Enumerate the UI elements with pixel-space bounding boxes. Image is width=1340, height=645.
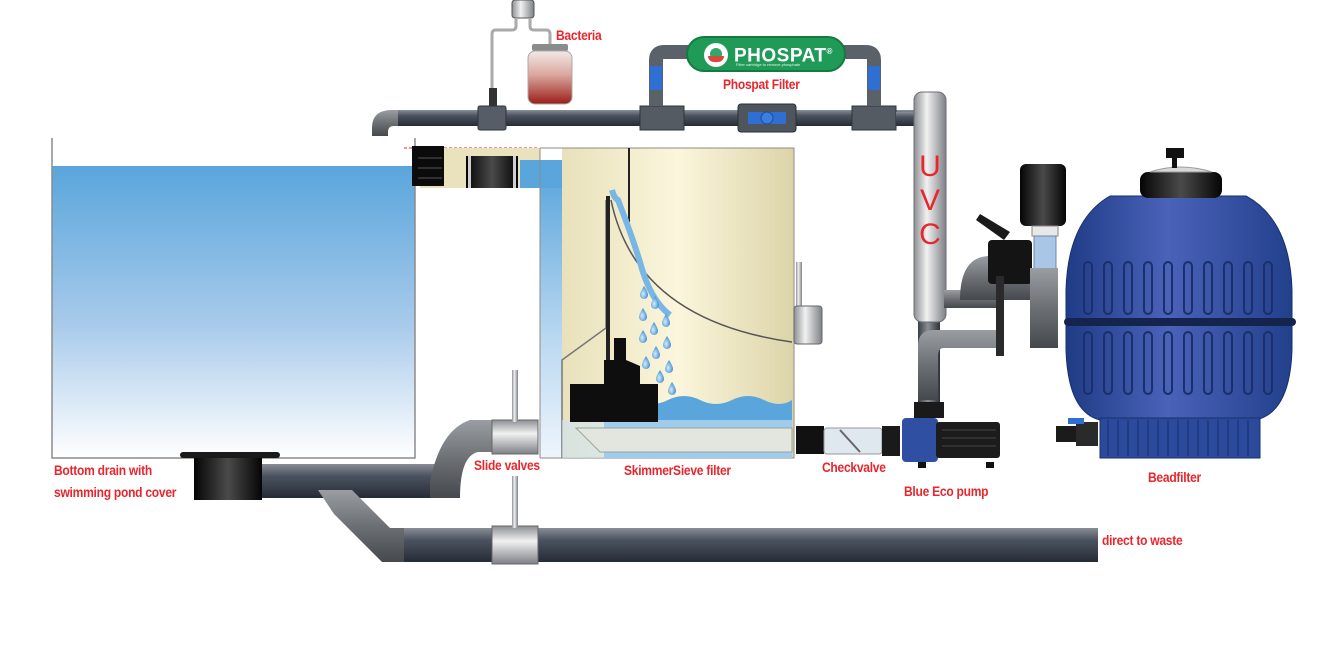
label-slide-valves: Slide valves	[474, 457, 540, 473]
dosing-injector	[489, 88, 497, 106]
slide-valve-upper	[491, 419, 539, 455]
sight-glass-housing	[1020, 164, 1066, 226]
beadfilter-tank	[1065, 195, 1293, 421]
lotus-icon	[704, 43, 728, 67]
multiport-valve	[988, 240, 1032, 284]
slide-valve-lower-handle	[512, 476, 518, 528]
bottom-drain	[194, 458, 262, 500]
beadfilter-ribs	[1083, 261, 1273, 395]
phospat-union-right	[868, 66, 880, 90]
uvc-housing	[913, 91, 947, 323]
pump-motor	[936, 422, 1000, 458]
beadfilter-base	[1099, 417, 1261, 459]
skimmer-channel-water	[540, 168, 562, 458]
slide-valve-upper-handle	[512, 370, 518, 422]
phospat-tagline: Filter cartridge to remove phosphate	[736, 62, 801, 67]
checkvalve	[823, 426, 900, 456]
drain-tap	[1056, 426, 1078, 442]
drain-cover	[180, 452, 280, 458]
dosing-tube-right	[528, 18, 552, 96]
skimmer-inlet	[404, 146, 540, 188]
sight-glass	[1033, 235, 1057, 271]
label-bacteria: Bacteria	[556, 27, 602, 43]
checkvalve-union	[882, 426, 900, 456]
skimmer-branch-elbow	[430, 420, 500, 498]
inlet-coupler	[466, 156, 518, 188]
beadfilter-lid	[1140, 172, 1222, 198]
phospat-pipe-right	[842, 45, 881, 106]
multiport-handle	[976, 214, 1010, 240]
overflow-valve-stem	[796, 262, 802, 306]
label-direct-to-waste: direct to waste	[1102, 532, 1183, 548]
bottom-drain-piping	[180, 370, 1098, 565]
phospat-union-left	[650, 66, 662, 90]
sieve-screen	[610, 199, 793, 343]
sieve-tray	[574, 427, 793, 453]
backwash-pipe	[1030, 268, 1058, 348]
sieve-water-film	[609, 189, 672, 318]
skimmer-float	[570, 338, 658, 422]
bacteria-jar-lid	[532, 44, 568, 51]
bacteria-jar	[527, 50, 573, 105]
label-skimmersieve: SkimmerSieve filter	[624, 462, 731, 478]
uvc-unit	[896, 91, 1004, 400]
phospat-pipe-left	[649, 45, 690, 106]
pond-water	[52, 166, 415, 458]
bacteria-tee	[477, 105, 507, 131]
label-checkvalve: Checkvalve	[822, 459, 886, 475]
beadfilter-base-ribs	[1107, 420, 1249, 456]
phospat-tee-left	[639, 105, 685, 131]
phospat-brand: PHOSPAT®	[734, 45, 833, 67]
bypass-ball-valve	[737, 103, 797, 133]
blue-eco-pump	[902, 300, 1000, 468]
valve-flange	[996, 276, 1004, 356]
label-blue-eco-pump: Blue Eco pump	[904, 483, 989, 499]
checkvalve-body	[823, 427, 883, 455]
dosing-pump	[511, 0, 535, 19]
uvc-label: U V C	[919, 150, 941, 251]
skimmer-outlet	[796, 426, 824, 454]
pump-to-valve-pipe	[918, 330, 1004, 400]
return-pipe	[372, 103, 918, 136]
water-droplets	[639, 286, 676, 395]
air-release-valve	[1166, 148, 1184, 158]
pump-outlet-union	[914, 402, 944, 418]
phospat-loop	[649, 45, 881, 106]
slide-valve-lower	[491, 525, 539, 565]
skimmer-mouth-grill	[412, 146, 444, 186]
pump-volute	[902, 418, 938, 462]
drain-tap-handle	[1068, 418, 1084, 424]
beadfilter-band	[1064, 318, 1296, 326]
phospat-filter-badge: PHOSPAT® Filter cartridge to remove phos…	[686, 36, 846, 72]
waste-branch-elbow	[318, 490, 406, 562]
label-bottom-drain-2: swimming pond cover	[54, 484, 177, 500]
skimmersieve-filter	[520, 147, 824, 459]
overflow-outlet	[793, 305, 823, 345]
beadfilter	[960, 148, 1296, 459]
label-phospat-filter: Phospat Filter	[723, 76, 800, 92]
label-bottom-drain-1: Bottom drain with	[54, 462, 152, 478]
bacteria-doser	[489, 0, 573, 106]
return-pipe-elbow	[372, 110, 400, 136]
label-beadfilter: Beadfilter	[1148, 469, 1201, 485]
pond	[51, 138, 416, 459]
dosing-tube-left	[490, 18, 518, 106]
skimmer-weir	[606, 196, 610, 386]
phospat-tee-right	[851, 105, 897, 131]
